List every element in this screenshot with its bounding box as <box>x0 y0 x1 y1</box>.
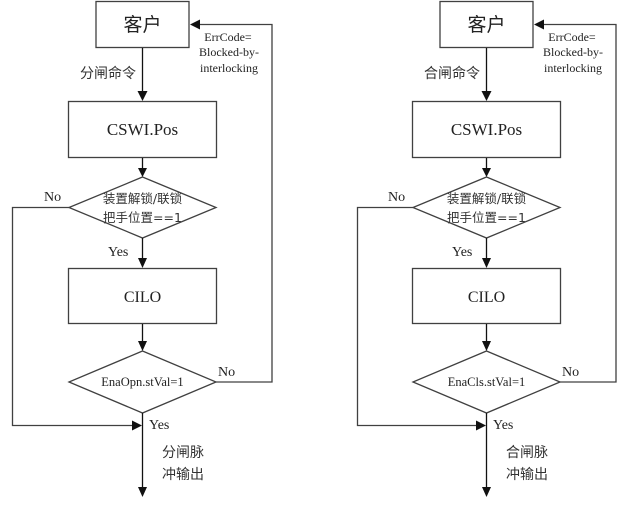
arrowhead <box>482 487 491 497</box>
err-line1: ErrCode= <box>548 30 596 44</box>
cswi-box <box>67 100 218 159</box>
cilo-box <box>67 267 218 325</box>
output-line2: 冲输出 <box>162 467 204 483</box>
err-line1: ErrCode= <box>204 30 252 44</box>
flowchart-open: 客户 分闸命令 CSWI.Pos 装置解锁/联锁 把手位置==1 No Yes … <box>11 0 273 497</box>
decision-unlock <box>67 176 218 239</box>
decision-unlock-no: No <box>44 190 61 205</box>
flowchart-close: 客户 合闸命令 CSWI.Pos 装置解锁/联锁 把手位置==1 No Yes … <box>356 0 617 497</box>
arrowhead <box>482 258 491 268</box>
cilo-label: CILO <box>124 289 161 306</box>
decision-enable-yes: Yes <box>149 418 169 433</box>
arrowhead <box>476 420 486 431</box>
arrowhead <box>482 168 491 177</box>
decision-enable-label: EnaCls.stVal=1 <box>448 375 526 389</box>
decision-unlock-line2: 把手位置==1 <box>103 210 182 225</box>
arrowhead <box>482 341 491 351</box>
err-line3: interlocking <box>544 61 602 75</box>
decision-unlock-yes: Yes <box>452 245 472 260</box>
err-line3: interlocking <box>200 61 258 75</box>
bypass-line <box>356 206 477 427</box>
client-box <box>439 0 534 49</box>
command-label: 分闸命令 <box>80 65 136 82</box>
client-box <box>95 0 190 49</box>
arrowhead <box>138 168 147 177</box>
decision-unlock-no: No <box>388 190 405 205</box>
cilo-label: CILO <box>468 289 505 306</box>
arrowhead <box>190 19 200 30</box>
arrowhead <box>481 91 492 101</box>
decision-unlock <box>411 176 562 239</box>
decision-unlock-line1: 装置解锁/联锁 <box>447 191 527 206</box>
cilo-box <box>411 267 562 325</box>
decision-unlock-yes: Yes <box>108 245 128 260</box>
cswi-label: CSWI.Pos <box>451 120 522 139</box>
decision-enable-no: No <box>562 365 579 380</box>
arrowhead <box>138 258 147 268</box>
cswi-box <box>411 100 562 159</box>
client-label: 客户 <box>467 14 505 36</box>
command-label: 合闸命令 <box>424 65 480 82</box>
output-line2: 冲输出 <box>506 467 548 483</box>
error-feedback-line <box>199 23 273 383</box>
decision-unlock-line1: 装置解锁/联锁 <box>103 191 183 206</box>
arrowhead <box>132 420 142 431</box>
bypass-line <box>11 206 133 427</box>
decision-unlock-line2: 把手位置==1 <box>447 210 526 225</box>
output-line1: 合闸脉 <box>506 445 548 461</box>
output-line1: 分闸脉 <box>162 445 204 461</box>
arrowhead <box>137 91 148 101</box>
error-feedback-line <box>543 23 617 383</box>
arrowhead <box>138 487 147 497</box>
decision-enable-label: EnaOpn.stVal=1 <box>101 375 183 389</box>
cswi-label: CSWI.Pos <box>107 120 178 139</box>
client-label: 客户 <box>123 14 161 36</box>
arrowhead <box>138 341 147 351</box>
decision-enable-yes: Yes <box>493 418 513 433</box>
arrowhead <box>534 19 544 30</box>
err-line2: Blocked-by- <box>199 45 259 59</box>
decision-enable-no: No <box>218 365 235 380</box>
err-line2: Blocked-by- <box>543 45 603 59</box>
